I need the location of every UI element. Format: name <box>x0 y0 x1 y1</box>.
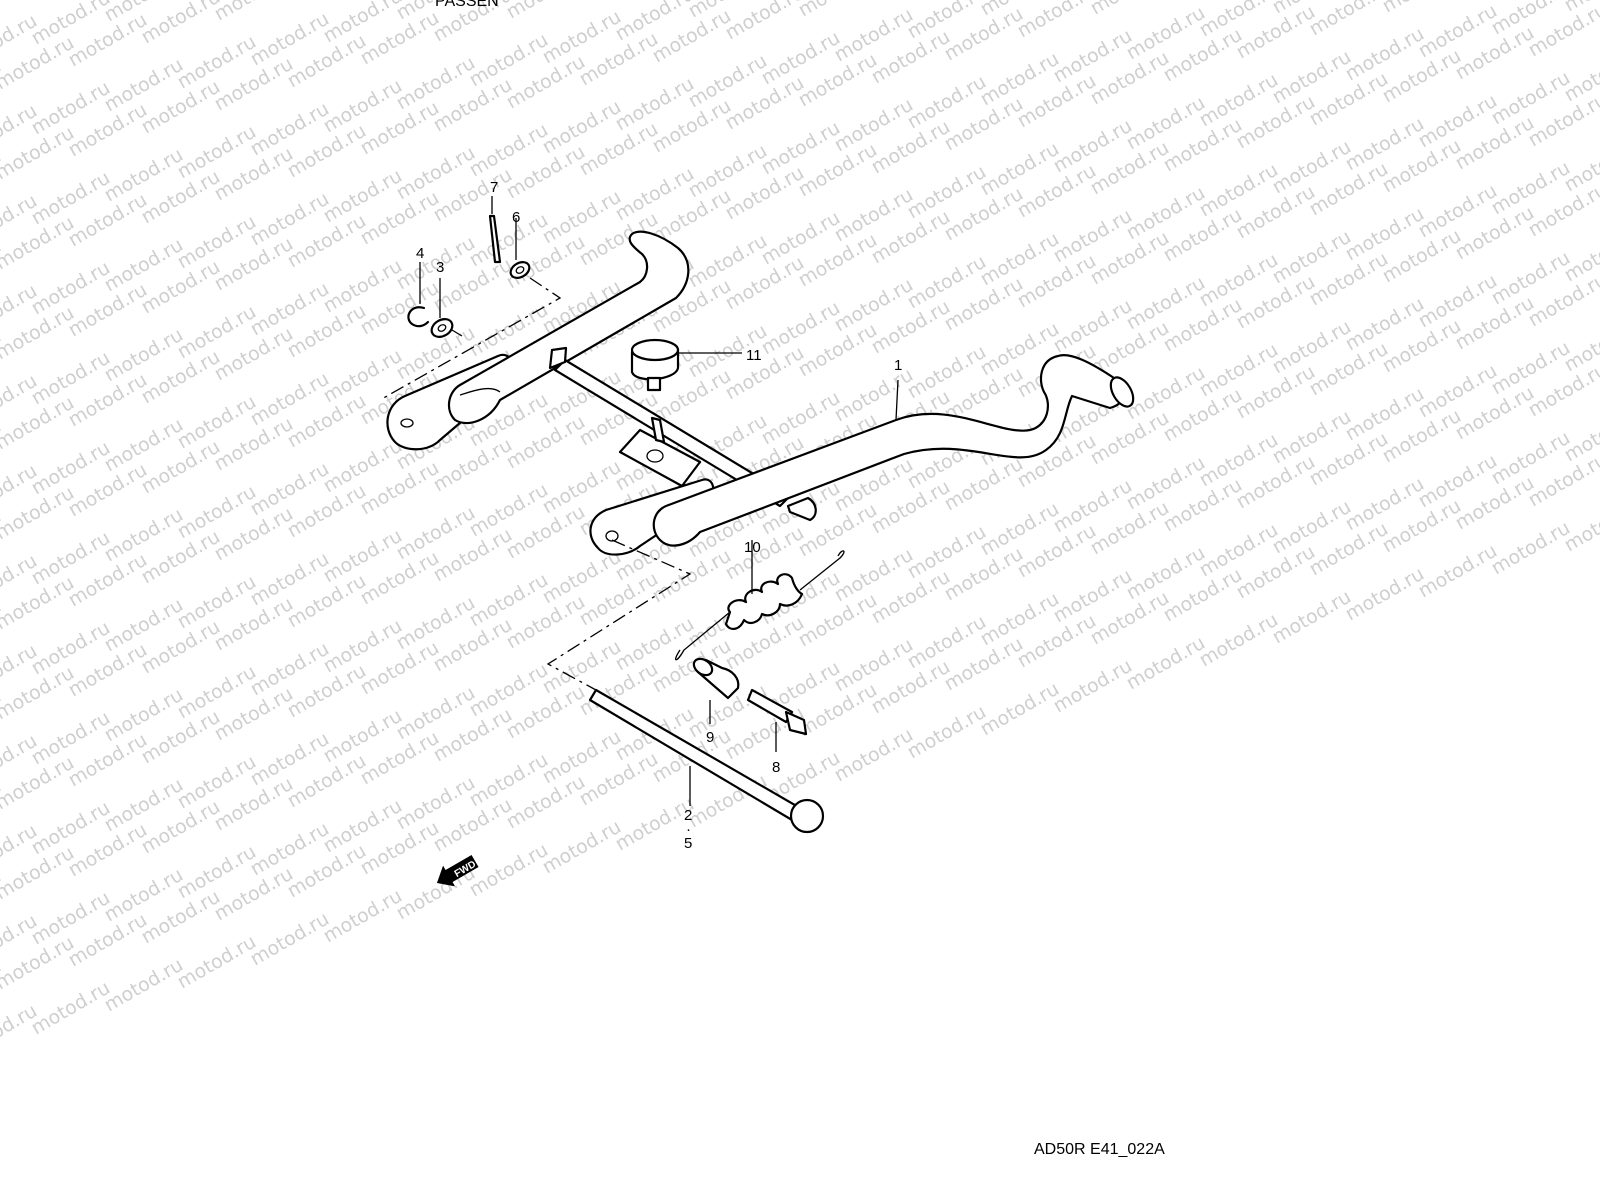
watermark-text: motod.ru <box>1342 563 1428 626</box>
watermark-text: motod.ru <box>1306 0 1392 40</box>
pivot-shaft[interactable] <box>588 688 825 834</box>
callout-2: 2 <box>684 807 692 824</box>
watermark-text: motod.ru <box>284 0 370 2</box>
watermark-text: motod.ru <box>831 724 917 787</box>
callout-6: 6 <box>512 209 520 226</box>
watermark-layer: motod.rumotod.rumotod.rumotod.rumotod.ru… <box>0 0 1600 1062</box>
watermark-text: motod.ru <box>1269 586 1355 649</box>
watermark-text: motod.ru <box>722 0 808 44</box>
header-fragment: PASSEN <box>435 0 499 10</box>
cotter-pin[interactable] <box>488 214 502 264</box>
watermark-text: motod.ru <box>1014 0 1100 42</box>
watermark-text: motod.ru <box>1050 655 1136 718</box>
watermark-text: motod.ru <box>1196 609 1282 672</box>
callout-9: 9 <box>706 729 714 746</box>
watermark-text: motod.ru <box>211 0 297 25</box>
watermark-text: motod.ru <box>503 0 589 23</box>
watermark-text: motod.ru <box>1598 0 1600 38</box>
diagram-code: AD50R E41_022A <box>1034 1141 1165 1158</box>
watermark-text: motod.ru <box>1415 540 1501 603</box>
callout-3: 3 <box>436 259 444 276</box>
watermark-text: motod.ru <box>101 954 187 1017</box>
watermark-text: motod.ru <box>28 977 114 1040</box>
watermark-text: motod.ru <box>1488 517 1574 580</box>
callout-1: 1 <box>894 357 902 374</box>
assembly-line-washer <box>451 329 463 337</box>
watermark-text: motod.ru <box>539 816 625 879</box>
watermark-text: motod.ru <box>247 908 333 971</box>
callout-11: 11 <box>746 347 762 364</box>
callout-10: 10 <box>744 539 761 556</box>
watermark-text: motod.ru <box>1087 0 1173 19</box>
callout-8: 8 <box>772 759 780 776</box>
assembly-line-lower <box>546 539 692 691</box>
watermark-text: motod.ru <box>466 839 552 902</box>
center-stand[interactable] <box>386 230 1137 556</box>
watermark-text: motod.ru <box>904 701 990 764</box>
callout-separator: · <box>686 821 691 838</box>
stopper-rubber[interactable] <box>630 338 680 392</box>
washer-lower[interactable] <box>428 316 455 341</box>
washer-upper[interactable] <box>508 259 532 281</box>
callout-4: 4 <box>416 245 424 262</box>
stand-spring[interactable] <box>674 550 845 661</box>
watermark-text: motod.ru <box>795 0 881 21</box>
spring-bolt[interactable] <box>746 688 808 736</box>
callout-5: 5 <box>684 835 692 852</box>
callout-7: 7 <box>490 179 498 196</box>
watermark-text: motod.ru <box>0 0 78 4</box>
watermark-text: motod.ru <box>977 678 1063 741</box>
watermark-text: motod.ru <box>320 885 406 948</box>
leader-lines <box>419 196 899 806</box>
spacer-collar[interactable] <box>691 656 740 700</box>
assembly-line-upper <box>379 277 562 401</box>
watermark-text: motod.ru <box>1123 632 1209 695</box>
watermark-text: motod.ru <box>1379 0 1465 17</box>
e-clip[interactable] <box>407 306 430 328</box>
watermark-text: motod.ru <box>174 931 260 994</box>
